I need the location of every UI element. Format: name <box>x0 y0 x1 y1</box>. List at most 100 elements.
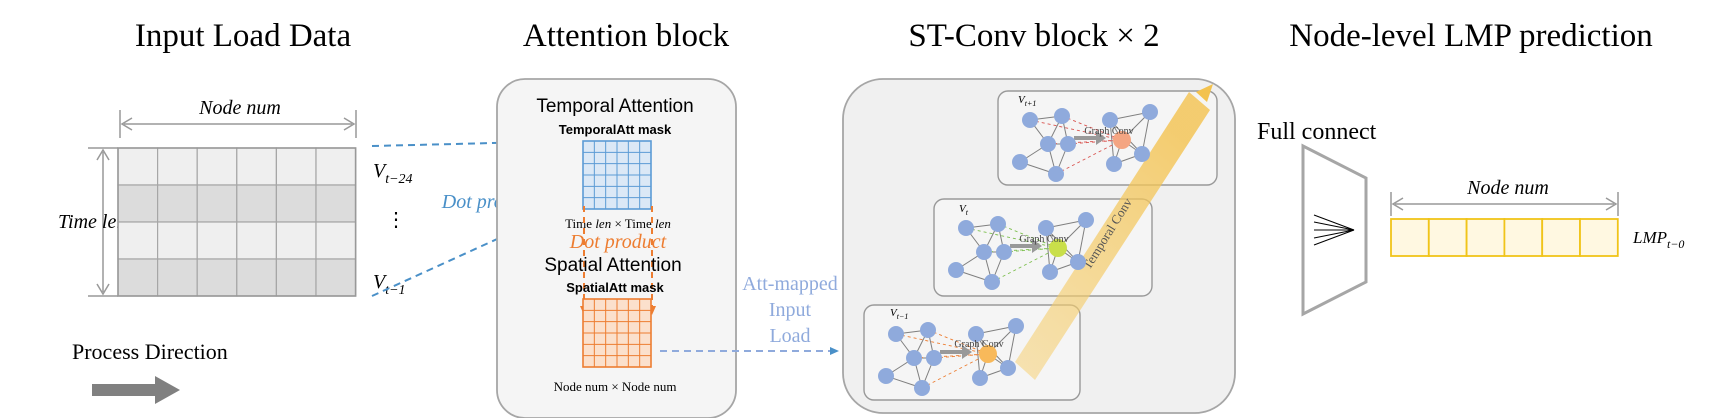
graph-conv-label-bottom: Graph Conv <box>954 339 1003 350</box>
graph-target-node <box>979 345 997 363</box>
graph-node <box>1038 220 1054 236</box>
graph-node <box>1142 104 1158 120</box>
graph-node <box>1022 112 1038 128</box>
input-grid-cell <box>315 258 357 297</box>
lmp-cell <box>1579 218 1619 257</box>
graph-panel-bottom <box>863 304 1081 401</box>
input-grid-cell <box>275 221 317 260</box>
graph-dashed-edge <box>1055 139 1123 175</box>
graph-node <box>914 380 930 396</box>
input-node-num-label: Node num <box>198 97 281 119</box>
graph-node <box>906 350 922 366</box>
graph-conv-arrow <box>940 345 972 359</box>
att-mapped-label-line1: Att-mapped <box>742 273 838 295</box>
input-grid-cell <box>157 221 198 260</box>
graph-node <box>1060 136 1076 152</box>
lmp-t-0-label: LMPt−0 <box>1632 228 1684 251</box>
lmp-cell <box>1465 218 1506 257</box>
input-grid-cell <box>117 184 159 223</box>
node-num-dims-label: Node num × Node num <box>554 379 677 394</box>
graph-node <box>948 262 964 278</box>
lmp-output-row <box>1390 218 1619 257</box>
input-grid-cell <box>196 147 238 186</box>
graph-node <box>926 350 942 366</box>
graph-conv-label-top: Graph Conv <box>1084 126 1133 137</box>
graph-target-node <box>1113 131 1131 149</box>
input-grid-cell <box>157 184 198 223</box>
graph-node <box>878 368 894 384</box>
graph-dashed-edge <box>895 333 989 355</box>
graph-node <box>1078 212 1094 228</box>
graph-bottom <box>878 318 1024 396</box>
prediction-node-num-label: Node num <box>1466 177 1549 199</box>
input-grid-cell <box>117 221 159 260</box>
prediction-section-title: Node-level LMP prediction <box>1289 18 1653 54</box>
input-load-grid <box>117 147 357 297</box>
lmp-cell <box>1541 218 1581 257</box>
graph-node <box>1070 254 1086 270</box>
v-t-24-label: Vt−24 <box>373 160 413 187</box>
lmp-cell <box>1427 218 1468 257</box>
graph-dashed-edge <box>1029 119 1123 141</box>
input-grid-cell <box>275 147 317 186</box>
graph-node <box>996 244 1012 260</box>
process-direction-label: Process Direction <box>72 339 228 364</box>
input-grid-cell <box>315 147 357 186</box>
graph-node <box>958 220 974 236</box>
graph-middle <box>948 212 1094 290</box>
graph-node <box>888 326 904 342</box>
input-grid-border <box>117 147 357 297</box>
graph-node <box>972 370 988 386</box>
v-t-label: Vt <box>959 203 969 217</box>
input-grid-cell <box>157 147 198 186</box>
graph-node <box>976 244 992 260</box>
graph-node <box>1048 166 1064 182</box>
graph-conv-arrow <box>1074 131 1106 145</box>
graph-dashed-edge <box>1061 115 1123 141</box>
input-grid-cell <box>236 258 278 297</box>
input-grid-cell <box>117 258 159 297</box>
temporal-attention-title: Temporal Attention <box>536 96 693 117</box>
graph-node <box>920 322 936 338</box>
graph-dashed-edge <box>997 223 1059 249</box>
time-len-label: Time len <box>58 211 126 233</box>
attention-section-title: Attention block <box>523 18 730 54</box>
graph-node <box>1040 136 1056 152</box>
input-section-title: Input Load Data <box>135 18 352 54</box>
input-grid-cell <box>275 184 317 223</box>
graph-node <box>1134 146 1150 162</box>
spatial-att-mask-grid <box>582 298 652 368</box>
input-grid-cell <box>196 221 238 260</box>
graph-target-node <box>1049 239 1067 257</box>
temporal-att-mask-label: TemporalAtt mask <box>559 122 672 137</box>
prediction-node-num-dimension <box>1390 192 1619 216</box>
input-grid-cell <box>236 221 278 260</box>
graph-node <box>1008 318 1024 334</box>
vertical-ellipsis: ⋮ <box>386 209 406 231</box>
spatial-att-mask-label: SpatialAtt mask <box>566 280 664 295</box>
graph-node <box>1000 360 1016 376</box>
temporal-att-mask-grid <box>582 140 652 210</box>
graph-node <box>990 216 1006 232</box>
input-grid-cell <box>315 221 357 260</box>
graph-node <box>984 274 1000 290</box>
v-t-plus-1-label: Vt+1 <box>1018 94 1036 108</box>
graph-dashed-edge <box>965 227 1059 249</box>
att-mapped-label-line3: Load <box>769 325 810 347</box>
graph-dashed-edge <box>991 247 1059 283</box>
att-mapped-label-line2: Input <box>769 299 812 321</box>
time-len-dimension <box>88 147 118 297</box>
graph-conv-arrow <box>1010 239 1042 253</box>
input-grid-cell <box>236 147 278 186</box>
lmp-cell <box>1390 218 1430 257</box>
graph-conv-label-middle: Graph Conv <box>1019 234 1068 245</box>
graph-node <box>1012 154 1028 170</box>
input-grid-cell <box>315 184 357 223</box>
graph-dashed-edge <box>927 329 989 355</box>
input-node-num-dimension <box>119 110 357 138</box>
temporal-conv-band <box>1015 92 1210 380</box>
graph-node <box>1042 264 1058 280</box>
graph-node <box>1102 112 1118 128</box>
